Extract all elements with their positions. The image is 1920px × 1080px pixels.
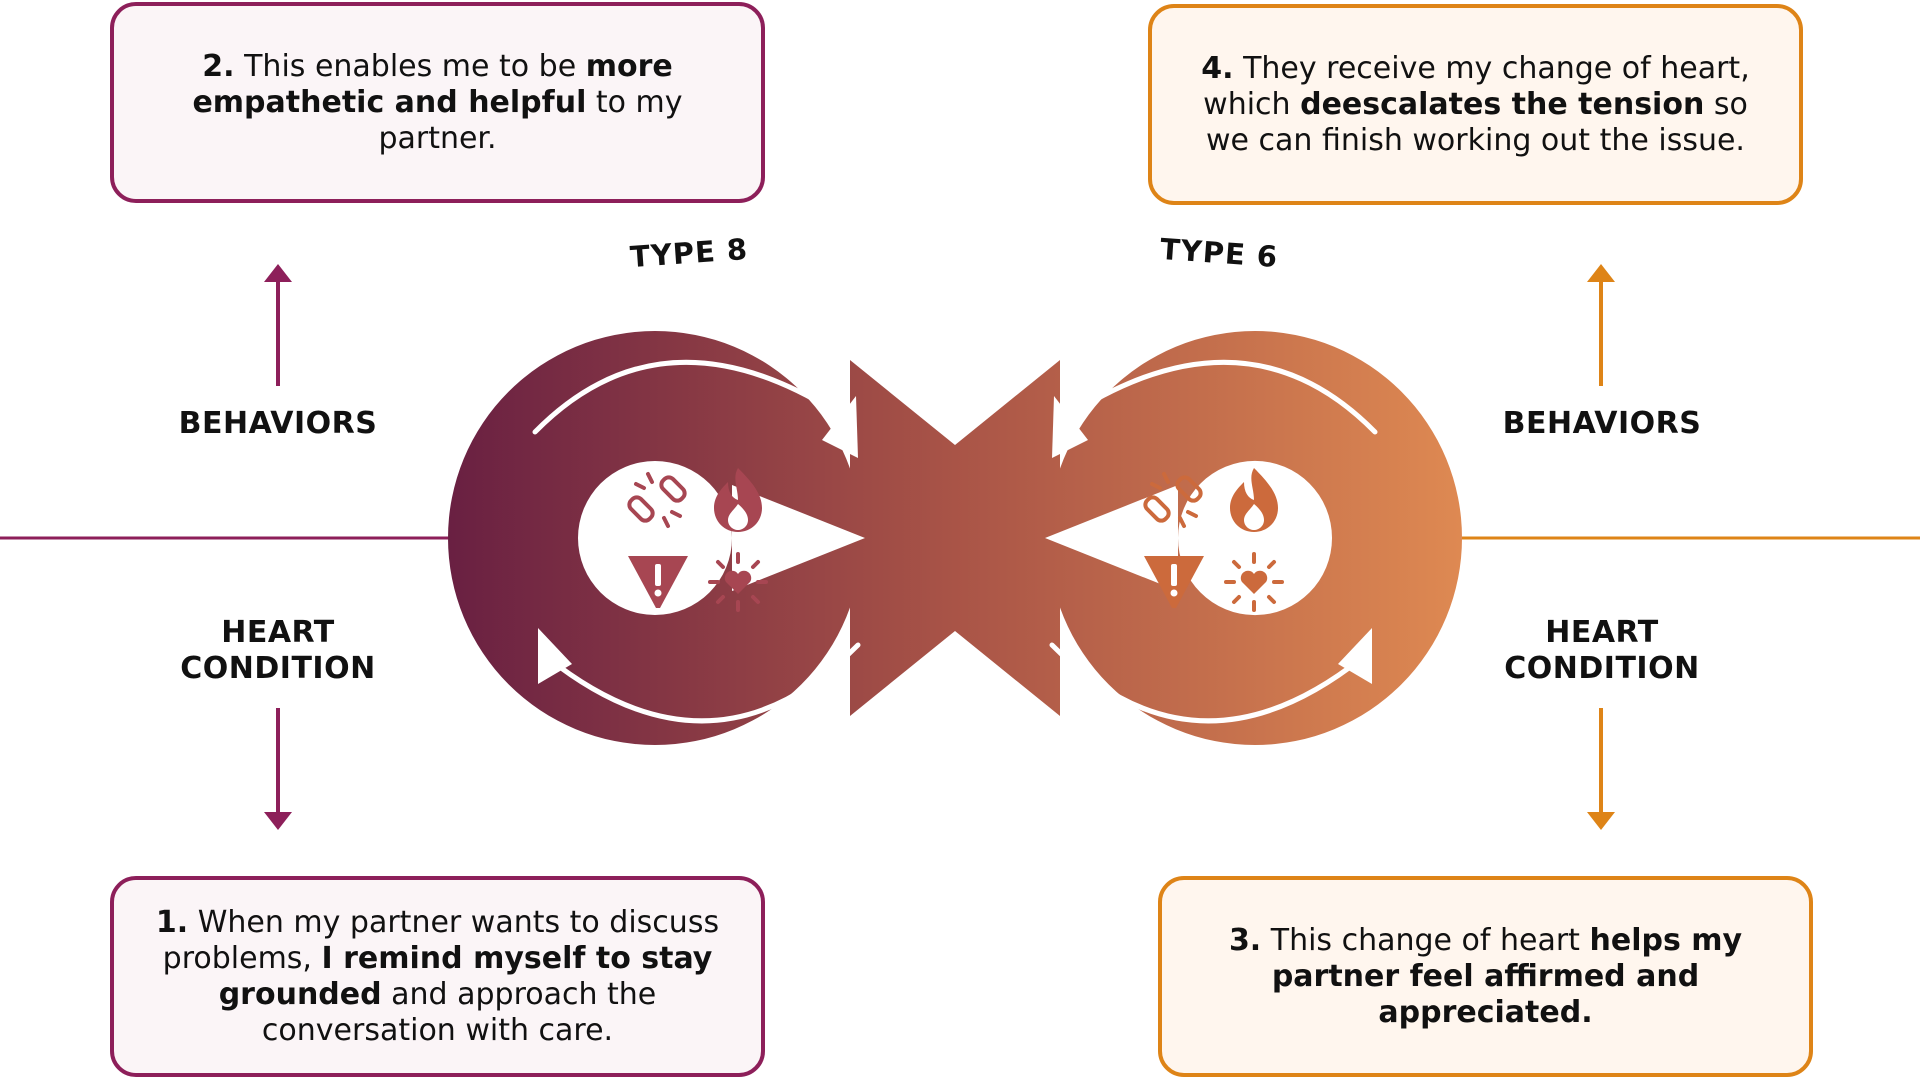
icon-group-left [627,468,768,612]
arrowhead-left-bottom [538,628,572,684]
step-1-emphasis: I remind myself to stay grounded [218,940,713,1012]
heart-condition-right-line1: HEART [1545,615,1659,650]
step-4-number: 4. [1201,50,1234,86]
step-4-box: 4. They receive my change of heart, whic… [1148,4,1803,205]
step-1-text-part1: When my partner wants to discuss problem… [162,904,720,976]
arc-arrow-right-bottom [1049,642,1365,724]
warning-icon [1144,556,1204,608]
arrowhead-left-top [822,396,858,458]
heart-condition-label-left: HEART CONDITION [148,615,408,687]
infinity-shape [448,331,1462,745]
icon-group-right [1143,468,1284,612]
warning-icon [628,556,688,608]
heart-condition-left-line2: CONDITION [180,651,376,686]
arrowhead-right-top [1052,396,1088,458]
arc-arrow-left-top [532,359,848,435]
step-3-number: 3. [1228,922,1262,958]
broken-link-icon [627,472,687,528]
step-2-number: 2. [202,48,235,84]
heart-condition-right-line2: CONDITION [1504,651,1700,686]
heart-burst-icon [708,552,768,612]
step-2-text-part1: This enables me to be [234,48,586,84]
heart-condition-left-line1: HEART [221,615,335,650]
step-1-number: 1. [155,904,189,940]
arrow-up-right [1587,264,1615,386]
arc-arrow-right-top [1062,359,1378,435]
step-3-box: 3. This change of heart helps my partner… [1158,876,1813,1077]
arrow-down-right [1587,708,1615,830]
behaviors-label-right: BEHAVIORS [1502,406,1702,441]
step-3-emphasis: helps my partner feel affirmed and appre… [1271,922,1743,1030]
step-2-box: 2. This enables me to be more empathetic… [110,2,765,203]
broken-link-icon [1143,472,1203,528]
step-2-emphasis: more empathetic and helpful [192,48,673,120]
behaviors-label-left: BEHAVIORS [178,406,378,441]
arrowhead-right-bottom [1338,628,1372,684]
step-4-text-part2: so we can finish working out the issue. [1206,86,1748,158]
cycle-arrows [532,359,1378,724]
flame-icon [1230,468,1278,532]
step-1-box: 1. When my partner wants to discuss prob… [110,876,765,1077]
heart-burst-icon [1224,552,1284,612]
step-1-text: 1. When my partner wants to discuss prob… [154,905,721,1049]
heart-condition-label-right: HEART CONDITION [1472,615,1732,687]
step-1-text-part2: and approach the conversation with care. [261,976,657,1048]
arrow-up-left [264,264,292,386]
step-3-text-part1: This change of heart [1261,922,1590,958]
arrow-down-left [264,708,292,830]
arc-arrow-left-bottom [545,642,861,724]
step-3-text: 3. This change of heart helps my partner… [1202,923,1769,1031]
step-2-text: 2. This enables me to be more empathetic… [154,49,721,157]
step-4-emphasis: deescalates the tension [1300,86,1705,122]
step-2-text-part2: to my partner. [378,84,683,156]
step-4-text-part1: They receive my change of heart, which [1203,50,1750,122]
step-4-text: 4. They receive my change of heart, whic… [1192,51,1759,159]
flame-icon [714,468,762,532]
